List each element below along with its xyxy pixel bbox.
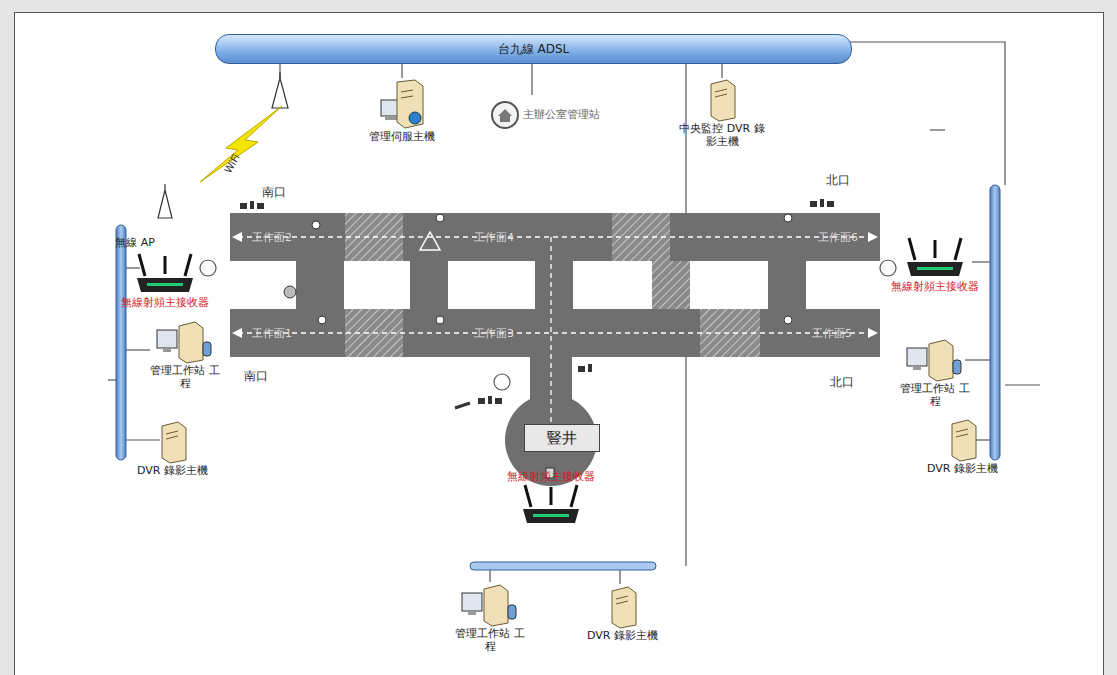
workface-label: 工作面6 [818,230,858,245]
device-node: DVR 錄影主機 [586,585,659,642]
router-icon [120,252,210,296]
receiver-label: 無線射頻主接收器 [120,296,210,309]
device-node: 無線 AP [114,236,156,249]
node-text: 管理工作站 工程 [455,627,525,653]
workface-label: 工作面4 [474,230,514,245]
ws-icon [899,338,971,382]
node-text: 管理伺服主機 [368,130,436,143]
device-node: 管理工作站 工程 [454,583,526,653]
device-node: 主辦公室管理站 [489,100,601,130]
workface-label: 工作面2 [252,230,292,245]
node-text: DVR 錄影主機 [136,464,209,477]
workface-label: 工作面3 [474,326,514,341]
node-text: 管理工作站 工程 [150,364,220,390]
node-text: 主辦公室管理站 [523,108,600,121]
device-node: 管理伺服主機 [368,78,436,143]
workface-label: 工作面1 [252,326,292,341]
receiver-label: 無線射頻主接收器 [506,470,596,483]
device-node: DVR 錄影主機 [926,418,999,475]
device-node: 管理工作站 工程 [149,320,221,390]
device-node: 無線射頻主接收器 [506,470,596,527]
node-text: DVR 錄影主機 [586,629,659,642]
place-label: 北口 [830,374,854,391]
place-label: 南口 [244,368,268,385]
ws-icon [454,583,526,627]
workface-label: 工作面5 [812,326,852,341]
dvr-icon [136,420,209,464]
ws-icon [149,320,221,364]
device-node: 無線射頻主接收器 [890,236,980,293]
place-label: 南口 [262,184,286,201]
dvr-icon [926,418,999,462]
device-node: 無線射頻主接收器 [120,252,210,309]
shaft-box: 豎井 [524,424,600,452]
server-icon [368,78,436,130]
router-icon [890,236,980,280]
device-node: DVR 錄影主機 [136,420,209,477]
node-text: 管理工作站 工程 [900,382,970,408]
node-text: DVR 錄影主機 [926,462,999,475]
network-band: 台九線 ADSL [215,34,852,64]
router-icon [506,483,596,527]
network-link [401,64,402,78]
place-label: 北口 [826,172,850,189]
node-text: 豎井 [535,429,589,447]
node-text: 台九線 ADSL [216,35,851,63]
device-node: 管理工作站 工程 [899,338,971,408]
receiver-label: 無線射頻主接收器 [890,280,980,293]
dvr-icon [586,585,659,629]
device-node: 中央監控 DVR 錄影主機 [676,78,768,148]
home-icon [490,100,520,130]
node-text: 無線 AP [114,236,156,249]
node-text: 中央監控 DVR 錄影主機 [677,122,767,148]
dvr-icon [676,78,768,122]
network-link [721,64,722,78]
